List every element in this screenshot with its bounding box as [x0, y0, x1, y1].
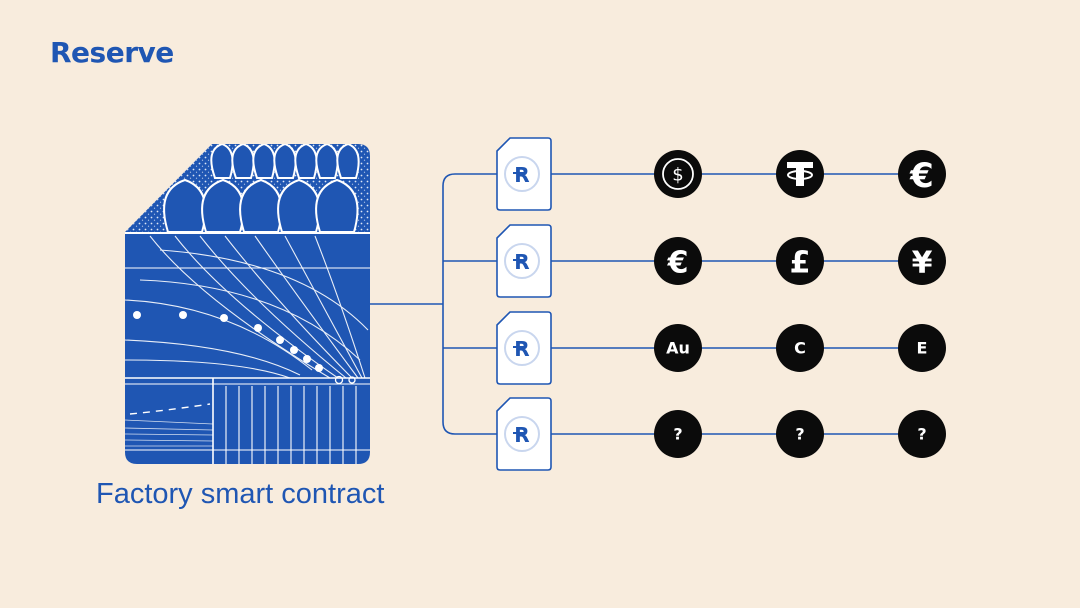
- factory-chip-illustration: [125, 144, 370, 464]
- yen-icon: ¥: [898, 237, 946, 285]
- token-unknown: ?: [776, 410, 824, 458]
- svg-text:€: €: [909, 156, 934, 196]
- basket-card: R: [496, 397, 552, 471]
- token-au: Au: [654, 324, 702, 372]
- token-label: ?: [673, 425, 682, 444]
- token-label: ?: [795, 425, 804, 444]
- basket-card: R: [496, 311, 552, 385]
- basket-card: R: [496, 137, 552, 211]
- euro-coin-icon: €: [898, 150, 946, 198]
- svg-text:R: R: [514, 250, 529, 274]
- svg-text:€: €: [667, 246, 689, 281]
- pound-icon: £: [776, 237, 824, 285]
- svg-text:¥: ¥: [912, 246, 933, 281]
- usdc-icon: $: [654, 150, 702, 198]
- token-unknown: ?: [654, 410, 702, 458]
- euro-icon: €: [654, 237, 702, 285]
- reserve-r-icon: R: [504, 156, 540, 192]
- svg-text:R: R: [514, 337, 529, 361]
- token-label: ?: [917, 425, 926, 444]
- tether-icon: [776, 150, 824, 198]
- brand-logo: Reserve: [50, 36, 174, 69]
- token-c: C: [776, 324, 824, 372]
- svg-text:$: $: [672, 165, 683, 186]
- reserve-r-icon: R: [504, 243, 540, 279]
- token-label: E: [917, 339, 928, 358]
- token-e: E: [898, 324, 946, 372]
- token-label: C: [794, 339, 806, 358]
- token-unknown: ?: [898, 410, 946, 458]
- svg-text:R: R: [514, 163, 529, 187]
- basket-row: R Au C E: [496, 311, 946, 385]
- connector-lines: [370, 173, 497, 435]
- basket-row: R???: [496, 397, 946, 471]
- basket-row: R $ €: [496, 137, 946, 211]
- token-label: Au: [666, 339, 690, 358]
- basket-row: R € £ ¥: [496, 224, 946, 298]
- basket-card: R: [496, 224, 552, 298]
- svg-text:£: £: [790, 246, 811, 281]
- basket-rows: R $ € R € £ ¥ R Au C E R???: [496, 137, 946, 471]
- svg-text:R: R: [514, 423, 529, 447]
- reserve-r-icon: R: [504, 416, 540, 452]
- factory-caption: Factory smart contract: [96, 478, 385, 510]
- reserve-r-icon: R: [504, 330, 540, 366]
